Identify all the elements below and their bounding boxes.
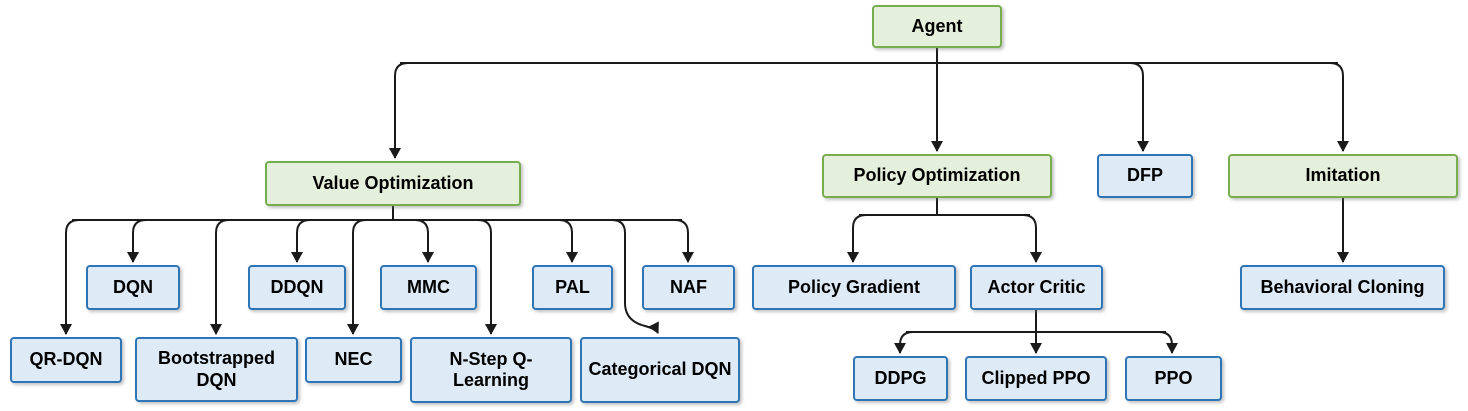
node-ddpg: DDPG bbox=[853, 356, 948, 401]
edge-vo-dqn bbox=[127, 219, 147, 263]
node-policy-gradient: Policy Gradient bbox=[752, 265, 956, 310]
node-agent: Agent bbox=[872, 5, 1002, 48]
edge-vo-pal bbox=[558, 219, 578, 263]
edge-vo-nec bbox=[347, 219, 367, 335]
node-qr-dqn: QR-DQN bbox=[10, 337, 122, 383]
node-n-step-q-learning: N-Step Q-Learning bbox=[410, 337, 572, 403]
node-nec: NEC bbox=[305, 337, 402, 383]
node-ddqn: DDQN bbox=[248, 265, 346, 310]
edge-vo-mmc bbox=[414, 219, 434, 263]
node-dfp: DFP bbox=[1097, 154, 1193, 198]
edge-vo-naf bbox=[674, 219, 694, 263]
node-behavioral-cloning: Behavioral Cloning bbox=[1240, 265, 1445, 310]
node-dqn: DQN bbox=[86, 265, 180, 310]
edge-po-actor-critic bbox=[1022, 214, 1042, 263]
edge-po-policy-gradient bbox=[847, 214, 867, 263]
edge-vo-bootstrapped-dqn bbox=[210, 219, 230, 335]
node-pal: PAL bbox=[532, 265, 613, 310]
edge-vo-n-step bbox=[477, 219, 497, 335]
node-value-optimization: Value Optimization bbox=[265, 161, 521, 206]
node-naf: NAF bbox=[642, 265, 735, 310]
node-actor-critic: Actor Critic bbox=[970, 265, 1103, 310]
edge-vo-qr-dqn bbox=[60, 219, 80, 335]
edge-agent-imitation bbox=[1329, 62, 1349, 152]
node-ppo: PPO bbox=[1125, 356, 1222, 401]
edge-vo-categorical-dqn bbox=[611, 219, 659, 334]
edge-agent-value-optimization bbox=[389, 62, 409, 159]
node-categorical-dqn: Categorical DQN bbox=[580, 337, 740, 403]
node-policy-optimization: Policy Optimization bbox=[822, 154, 1052, 198]
edge-ac-ddpg bbox=[894, 331, 914, 354]
node-bootstrapped-dqn: Bootstrapped DQN bbox=[135, 337, 298, 402]
node-clipped-ppo: Clipped PPO bbox=[965, 356, 1107, 401]
edge-ac-ppo bbox=[1158, 331, 1178, 354]
edge-agent-dfp bbox=[1129, 62, 1149, 152]
node-imitation: Imitation bbox=[1228, 154, 1458, 198]
edge-vo-ddqn bbox=[291, 219, 311, 263]
node-mmc: MMC bbox=[380, 265, 477, 310]
